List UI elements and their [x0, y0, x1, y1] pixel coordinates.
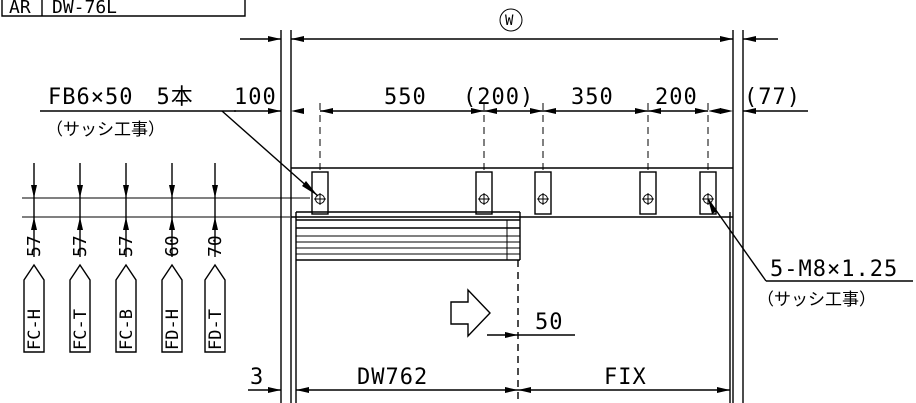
dim-100: 100: [234, 85, 277, 110]
dim-77-paren: (77): [744, 85, 801, 110]
head-plate: [291, 167, 733, 218]
bolt-spacing-dimensions: 100 550 (200) 350 200 (77): [234, 85, 808, 170]
section-marker-fd-h: 60 FD-H: [161, 163, 183, 353]
fb-callout-sub: （サッシ工事）: [46, 120, 165, 140]
dim-350: 350: [571, 85, 614, 110]
dim-left-1: 57: [24, 235, 45, 257]
slide-direction-arrow: [450, 288, 491, 338]
section-marker-fc-t: 57 FC-T: [69, 163, 91, 353]
dim-3: 3: [250, 365, 264, 390]
bolt-callout-main: 5-M8×1.25: [770, 257, 898, 282]
circle-label: W: [505, 13, 514, 29]
bolt-plate-3: [534, 171, 552, 215]
section-marker-fd-t: 70 FD-T: [204, 163, 226, 353]
tag-fc-h: FC-H: [25, 309, 45, 350]
bolt-callout-sub: （サッシ工事）: [757, 290, 876, 310]
section-markers: 57 FC-H 57 FC-T 57 FC-B 60 FD-H: [23, 163, 226, 353]
bolt-plates: [311, 171, 717, 215]
dim-200: 200: [655, 85, 698, 110]
section-marker-fc-h: 57 FC-H: [23, 163, 45, 353]
dim-50-group: 50: [487, 310, 575, 338]
frame-jambs: [280, 30, 744, 403]
tag-fc-t: FC-T: [71, 309, 91, 350]
door-head: [296, 211, 521, 261]
dim-left-4: 60: [162, 235, 183, 257]
bolt-plate-4: [639, 171, 657, 215]
dim-left-3: 57: [116, 235, 137, 257]
bolt-plate-2: [475, 171, 493, 215]
overall-width-dimension: W: [240, 8, 778, 42]
tag-fd-h: FD-H: [163, 309, 183, 350]
fb-callout: FB6×50 5本 （サッシ工事）: [40, 85, 319, 197]
section-marker-fc-b: 57 FC-B: [115, 163, 137, 353]
dim-200-paren: (200): [463, 85, 534, 110]
tag-fc-b: FC-B: [117, 309, 137, 350]
section-reference-lines: [22, 197, 310, 218]
dim-50: 50: [535, 310, 564, 335]
dim-dw762: DW762: [357, 365, 428, 390]
title-code: AR: [9, 0, 31, 18]
bolt-plate-1: [311, 171, 329, 215]
bolt-plate-5: [699, 171, 717, 215]
bolt-callout: 5-M8×1.25 （サッシ工事）: [707, 198, 913, 310]
bottom-dimensions: 3 DW762 FIX: [248, 365, 730, 393]
tag-fd-t: FD-T: [206, 309, 226, 350]
title-block: AR DW-76L: [1, 0, 246, 18]
title-model: DW-76L: [52, 0, 117, 18]
dim-550: 550: [384, 85, 427, 110]
dim-fix: FIX: [604, 365, 647, 390]
fb-callout-main: FB6×50 5本: [48, 85, 194, 110]
dim-left-5: 70: [205, 235, 226, 257]
dim-left-2: 57: [70, 235, 91, 257]
